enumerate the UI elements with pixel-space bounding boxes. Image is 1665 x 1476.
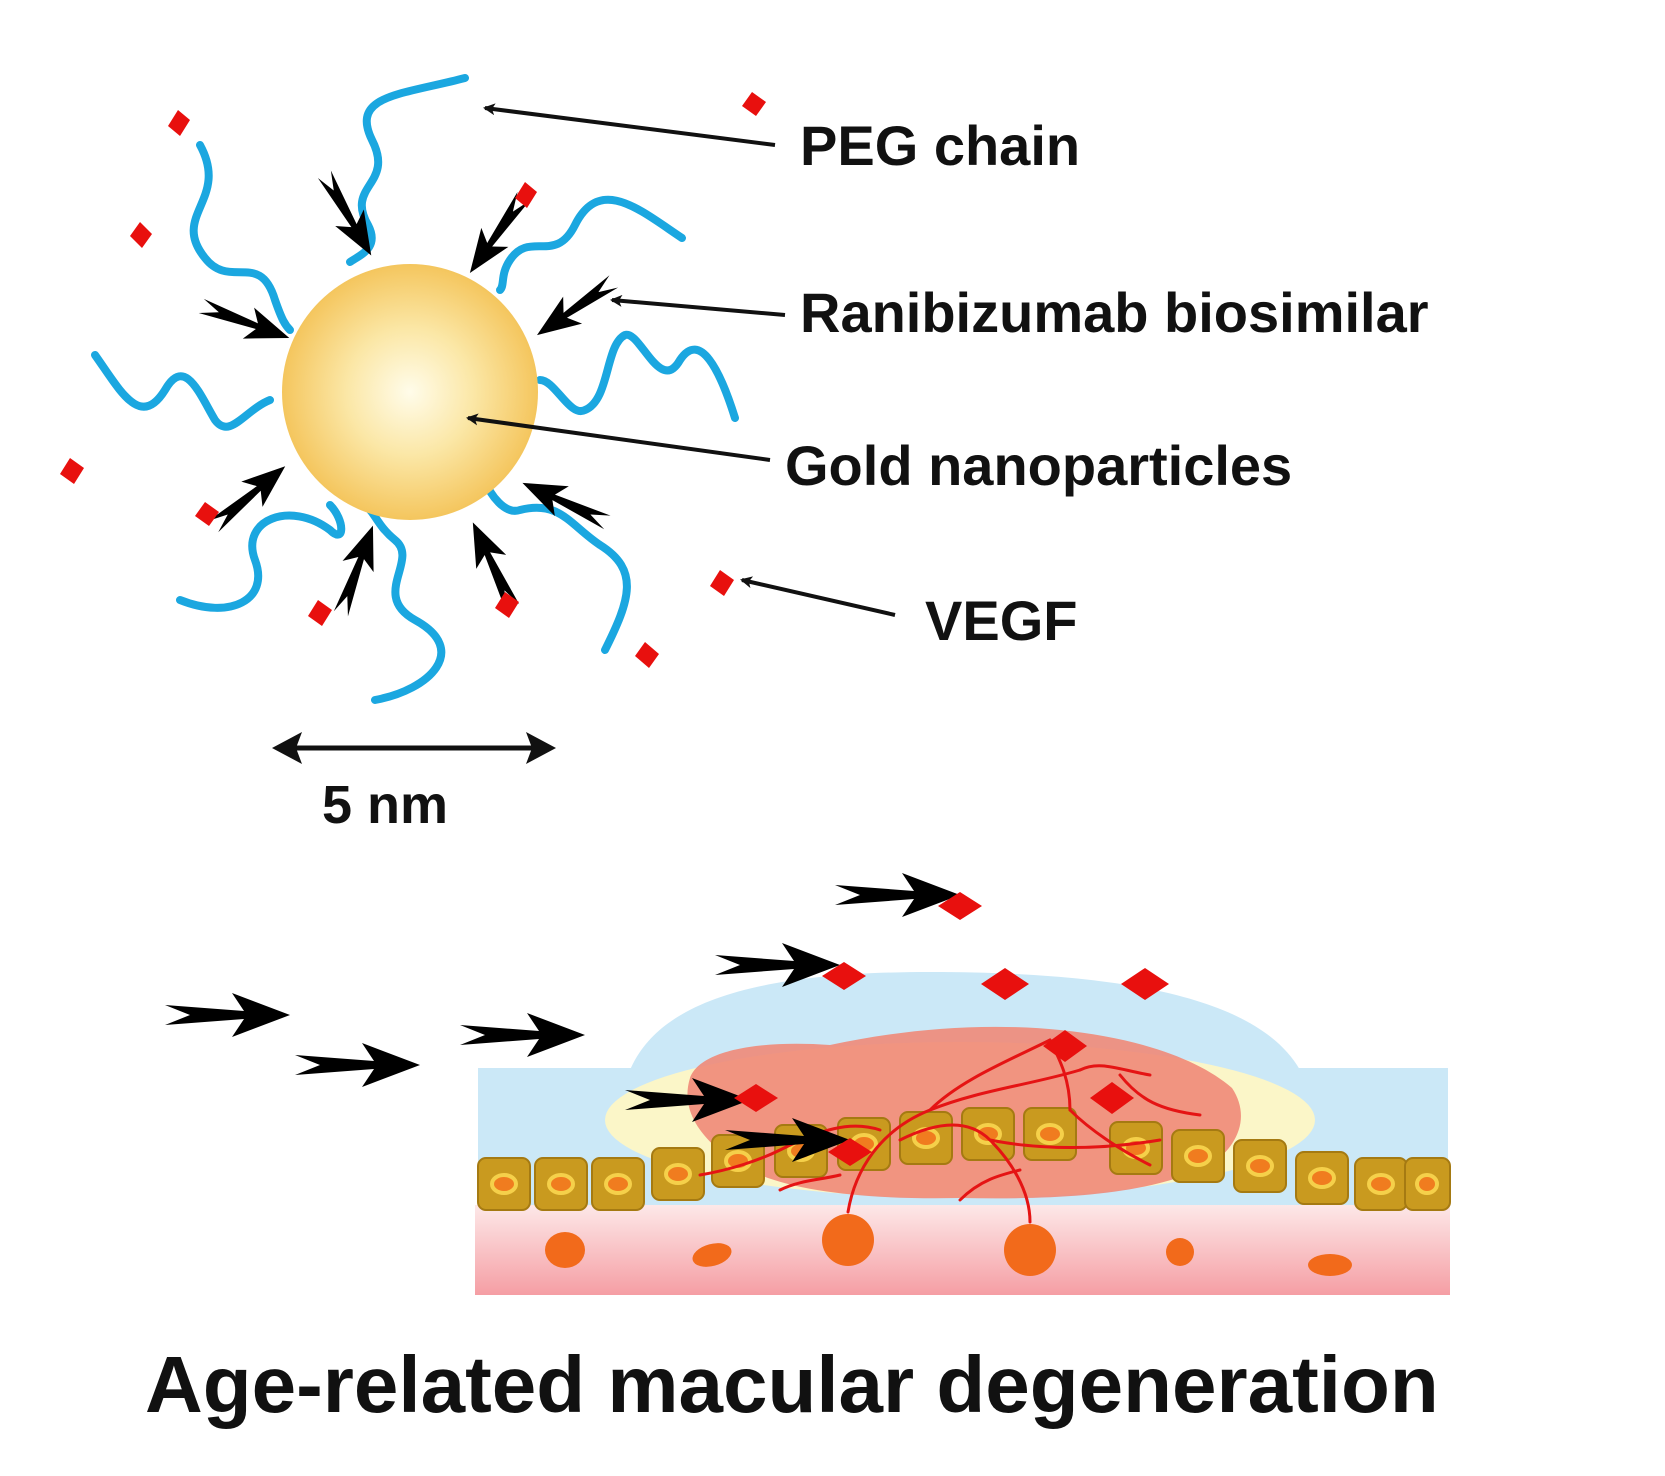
peg-chain-4 xyxy=(91,351,274,431)
peg-chain-3 xyxy=(496,195,686,294)
antibody-8 xyxy=(515,467,615,538)
vegf-4 xyxy=(515,182,537,208)
free-antibody-1 xyxy=(165,993,290,1037)
label-gold-nanoparticles: Gold nanoparticles xyxy=(785,434,1292,497)
free-vegf-4 xyxy=(1121,968,1169,1000)
peg-chain-7 xyxy=(366,506,446,704)
figure-title: Age-related macular degeneration xyxy=(145,1340,1439,1429)
peg-chain-1 xyxy=(346,74,469,266)
choroid-cells xyxy=(545,1214,1352,1276)
vegf-1 xyxy=(168,110,190,136)
peg-chain-6 xyxy=(176,501,346,612)
free-antibody-5 xyxy=(835,873,960,917)
vegf-8 xyxy=(495,592,519,618)
vegf-5 xyxy=(60,458,84,484)
free-vegf-7 xyxy=(734,1084,778,1112)
free-vegf-8 xyxy=(828,1138,872,1166)
vegf-10 xyxy=(710,570,734,596)
arrow-gold xyxy=(466,413,771,462)
vegf-3 xyxy=(130,222,152,248)
label-peg-chain: PEG chain xyxy=(800,114,1080,177)
vegf-molecules xyxy=(60,92,766,668)
free-antibody-3 xyxy=(460,1013,585,1057)
free-vegf-2 xyxy=(822,962,866,990)
vegf-2 xyxy=(742,92,766,116)
vegf-9 xyxy=(635,642,659,668)
arrow-ranibizumab xyxy=(610,294,786,317)
free-vegf-3 xyxy=(981,968,1029,1000)
free-antibody-2 xyxy=(295,1043,420,1087)
scale-label: 5 nm xyxy=(322,775,448,835)
peg-chain-2 xyxy=(189,141,294,334)
arrow-vegf xyxy=(740,576,896,617)
choroid-layer xyxy=(475,1205,1450,1295)
vegf-6 xyxy=(195,502,219,526)
peg-chain-5 xyxy=(536,330,739,422)
peg-chains xyxy=(91,74,739,704)
free-vegf-6 xyxy=(1090,1082,1134,1114)
gold-nanoparticle-core xyxy=(282,264,538,520)
rpe-cell-layer xyxy=(477,1107,1451,1211)
antibody-3 xyxy=(527,267,624,349)
vegf-7 xyxy=(308,600,332,626)
peg-chain-8 xyxy=(481,476,631,654)
free-vegf xyxy=(734,892,1169,1166)
retina-tissue-section xyxy=(475,972,1451,1295)
pointer-arrows xyxy=(466,103,896,617)
label-ranibizumab: Ranibizumab biosimilar xyxy=(800,281,1429,344)
free-vegf-5 xyxy=(1043,1030,1087,1062)
label-vegf: VEGF xyxy=(925,589,1077,652)
arrow-peg xyxy=(483,103,776,147)
antibody-5 xyxy=(202,453,296,540)
gold-nanoparticle-conjugate xyxy=(60,74,766,704)
antibody-7 xyxy=(457,515,528,615)
free-vegf-1 xyxy=(938,892,982,920)
scale-bar: 5 nm xyxy=(272,732,556,835)
